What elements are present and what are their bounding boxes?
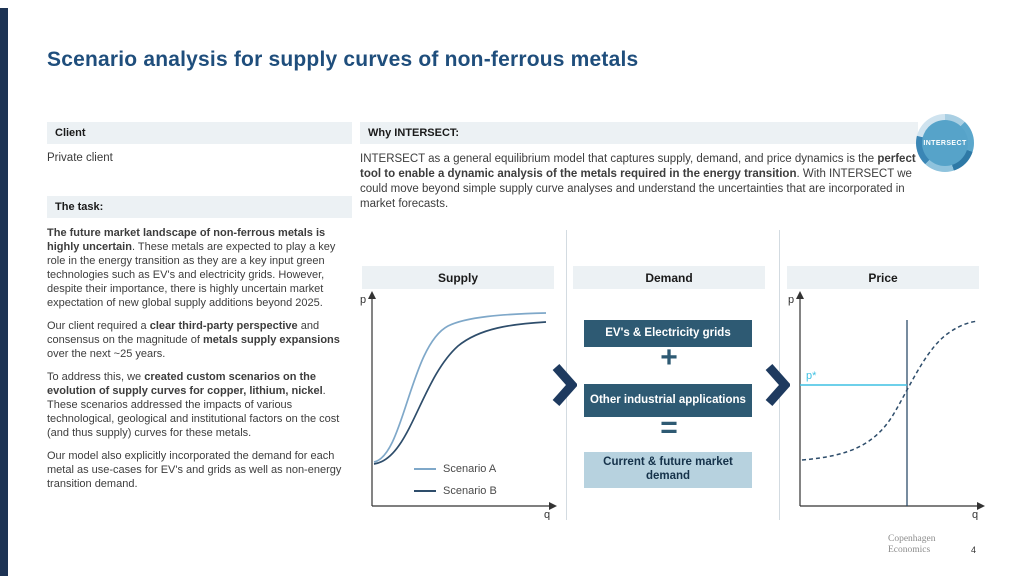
supply-legend: Scenario A Scenario B bbox=[414, 462, 497, 506]
page-number: 4 bbox=[971, 545, 977, 555]
intersect-logo-center: INTERSECT bbox=[922, 120, 968, 166]
flow-arrow-right-icon bbox=[552, 364, 577, 406]
flow-arrow-right-icon bbox=[765, 364, 790, 406]
page-title: Scenario analysis for supply curves of n… bbox=[47, 48, 639, 71]
client-value: Private client bbox=[47, 152, 113, 164]
scenario-a-line-swatch bbox=[414, 468, 436, 470]
legend-item-scenario-a: Scenario A bbox=[414, 462, 497, 476]
brand-line-2: Economics bbox=[888, 544, 931, 555]
task-paragraphs: The future market landscape of non-ferro… bbox=[47, 227, 355, 500]
price-x-axis-arrow bbox=[977, 502, 985, 510]
why-paragraph: INTERSECT as a general equilibrium model… bbox=[360, 153, 916, 210]
price-x-axis-label: q bbox=[972, 509, 978, 520]
pstar-label: p* bbox=[806, 370, 817, 382]
scenario-b-line-swatch bbox=[414, 490, 436, 492]
demand-box-market-demand: Current & future market demand bbox=[584, 452, 752, 488]
supply-x-axis-label: q bbox=[544, 509, 550, 520]
scenario-a-label: Scenario A bbox=[443, 463, 497, 475]
scenario-a-curve bbox=[373, 312, 547, 463]
demand-panel-header: Demand bbox=[573, 266, 765, 289]
supply-y-axis-label: p bbox=[360, 294, 366, 306]
client-section-header: Client bbox=[47, 122, 352, 144]
plus-operator: + bbox=[660, 341, 678, 374]
price-chart: p q p* bbox=[788, 291, 985, 520]
demand-box-other-industrial: Other industrial applications bbox=[584, 384, 752, 417]
task-section-header: The task: bbox=[47, 196, 352, 218]
supply-panel-header: Supply bbox=[362, 266, 554, 289]
price-y-axis-arrow bbox=[796, 291, 804, 299]
price-curve-dashed bbox=[801, 320, 979, 461]
supply-chart: p q bbox=[360, 291, 557, 520]
supply-y-axis-arrow bbox=[368, 291, 376, 299]
supply-x-axis-arrow bbox=[549, 502, 557, 510]
demand-box-ev-grids: EV's & Electricity grids bbox=[584, 320, 752, 347]
price-panel-header: Price bbox=[787, 266, 979, 289]
brand-logo-text: Copenhagen Economics bbox=[888, 534, 936, 556]
legend-item-scenario-b: Scenario B bbox=[414, 484, 497, 498]
intersect-logo: INTERSECT bbox=[916, 114, 974, 172]
task-header-label: The task: bbox=[55, 201, 104, 213]
equals-operator: = bbox=[660, 411, 678, 444]
scenario-b-curve bbox=[373, 321, 547, 465]
left-accent-bar bbox=[0, 8, 8, 576]
task-paragraph-2: Our client required a clear third-party … bbox=[47, 319, 340, 360]
intersect-logo-label: INTERSECT bbox=[923, 139, 967, 147]
task-paragraph-3: To address this, we created custom scena… bbox=[47, 370, 340, 439]
price-y-axis-label: p bbox=[788, 294, 794, 306]
why-header-label: Why INTERSECT: bbox=[368, 127, 460, 139]
scenario-b-label: Scenario B bbox=[443, 485, 497, 497]
task-paragraph-4: Our model also explicitly incorporated t… bbox=[47, 449, 342, 490]
task-paragraph-1: The future market landscape of non-ferro… bbox=[47, 227, 336, 309]
why-section-header: Why INTERSECT: bbox=[360, 122, 918, 144]
client-header-label: Client bbox=[55, 127, 86, 139]
brand-line-1: Copenhagen bbox=[888, 534, 936, 544]
